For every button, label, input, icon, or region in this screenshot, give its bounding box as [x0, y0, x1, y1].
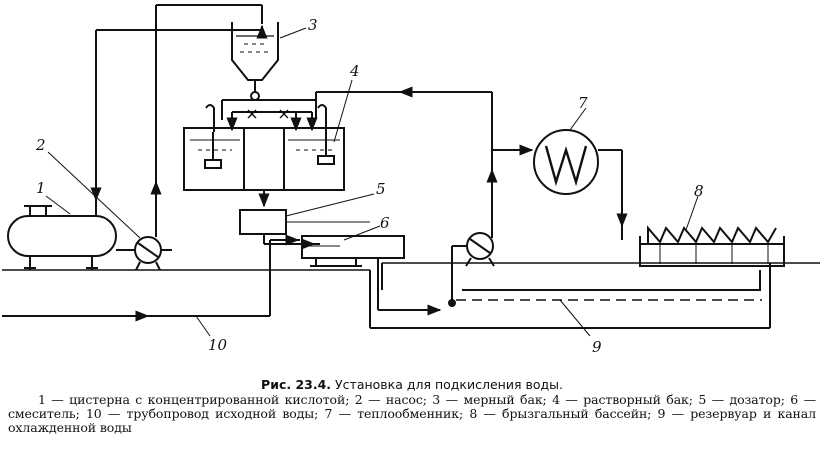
label-6: 6 — [380, 214, 390, 232]
water-pump — [448, 232, 495, 307]
measuring-tank — [231, 22, 279, 101]
acid-cistern — [7, 205, 117, 270]
heat-exchanger — [533, 129, 628, 240]
cooled-water-reservoir — [456, 270, 762, 301]
label-3: 3 — [308, 16, 318, 34]
leader-lines — [45, 27, 699, 337]
figure-title: Установка для подкисления воды. — [335, 377, 563, 392]
label-2: 2 — [35, 136, 46, 154]
dissolving-tank — [183, 99, 345, 208]
label-4: 4 — [349, 62, 360, 80]
label-1: 1 — [36, 179, 46, 197]
label-9: 9 — [592, 338, 602, 356]
label-8: 8 — [694, 182, 704, 200]
figure-legend: 1 — цистерна с концентрированной кислото… — [8, 392, 816, 435]
raw-water-pipeline — [2, 234, 442, 322]
figure-number: Рис. 23.4. — [261, 377, 332, 392]
label-10: 10 — [208, 336, 228, 354]
label-7: 7 — [578, 94, 588, 112]
label-5: 5 — [376, 180, 386, 198]
acid-supply-pipe — [90, 4, 268, 237]
acid-pump — [116, 236, 172, 271]
process-schematic: 1 2 3 4 5 6 7 8 9 10 — [2, 4, 820, 356]
mixer — [301, 235, 405, 267]
ground-line — [2, 262, 820, 329]
figure-caption-title: Рис. 23.4. Установка для подкисления вод… — [0, 378, 824, 392]
spray-basin — [639, 225, 785, 267]
acid-dispenser — [239, 209, 370, 250]
dilution-water-pipe — [315, 86, 534, 238]
